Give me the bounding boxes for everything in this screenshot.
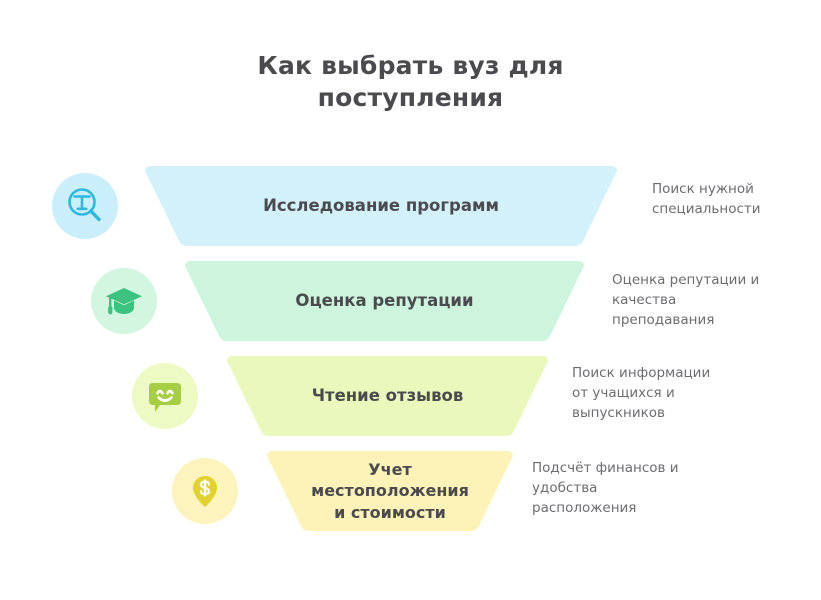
page-title-line-1: Как выбрать вуз для <box>257 51 564 80</box>
step-3-caption-line-2: от учащихся и <box>572 384 675 401</box>
funnel-diagram: Исследование программ Поиск нужной специ… <box>0 155 821 555</box>
funnel-step-1: Исследование программ Поиск нужной специ… <box>0 165 821 247</box>
magnifier-graduation-icon <box>64 185 106 227</box>
step-2-caption: Оценка репутации и качества преподавания <box>612 271 812 331</box>
step-3-bar: Чтение отзывов <box>219 355 556 437</box>
step-2-label-line-1: Оценка репутации <box>295 291 474 311</box>
step-1-bar: Исследование программ <box>137 165 625 247</box>
page-title: Как выбрать вуз для поступления <box>0 50 821 114</box>
step-4-label-line-3: и стоимости <box>334 502 446 522</box>
step-4-caption-line-2: удобства <box>532 479 598 496</box>
step-3-caption: Поиск информации от учащихся и выпускник… <box>572 364 777 424</box>
step-2-caption-line-1: Оценка репутации и <box>612 272 760 288</box>
graduation-cap-icon <box>103 280 145 322</box>
step-4-caption-line-3: расположения <box>532 499 637 516</box>
step-3-label: Чтение отзывов <box>219 355 556 437</box>
step-3-label-line-1: Чтение отзывов <box>311 386 464 406</box>
step-2-caption-line-3: преподавания <box>612 311 715 328</box>
step-2-caption-line-2: качества <box>612 291 677 308</box>
step-2-label: Оценка репутации <box>177 260 592 342</box>
step-4-caption-line-1: Подсчёт финансов и <box>532 460 679 476</box>
funnel-step-2: Оценка репутации Оценка репутации и каче… <box>0 260 821 342</box>
funnel-step-3: Чтение отзывов Поиск информации от учащи… <box>0 355 821 437</box>
step-3-caption-line-1: Поиск информации <box>572 365 711 381</box>
step-4-icon-badge <box>172 458 238 524</box>
step-1-caption-line-2: специальности <box>652 200 761 217</box>
step-4-label-line-2: местоположения <box>311 481 469 501</box>
page-title-line-2: поступления <box>317 83 504 112</box>
money-location-pin-icon <box>184 470 226 512</box>
step-2-icon-badge <box>91 268 157 334</box>
step-1-caption: Поиск нужной специальности <box>652 180 817 220</box>
step-1-label: Исследование программ <box>137 165 625 247</box>
funnel-step-4: Учет местоположения и стоимости Подсчёт … <box>0 450 821 532</box>
step-4-bar: Учет местоположения и стоимости <box>259 450 521 532</box>
step-1-label-line-1: Исследование программ <box>263 196 499 216</box>
step-1-icon-badge <box>52 173 118 239</box>
step-4-label: Учет местоположения и стоимости <box>259 450 521 532</box>
step-1-caption-line-1: Поиск нужной <box>652 181 754 197</box>
smiling-speech-bubble-icon <box>144 375 186 417</box>
step-4-caption: Подсчёт финансов и удобства расположения <box>532 459 742 519</box>
step-3-caption-line-3: выпускников <box>572 404 665 421</box>
step-2-bar: Оценка репутации <box>177 260 592 342</box>
step-4-label-line-1: Учет <box>368 459 412 479</box>
step-3-icon-badge <box>132 363 198 429</box>
